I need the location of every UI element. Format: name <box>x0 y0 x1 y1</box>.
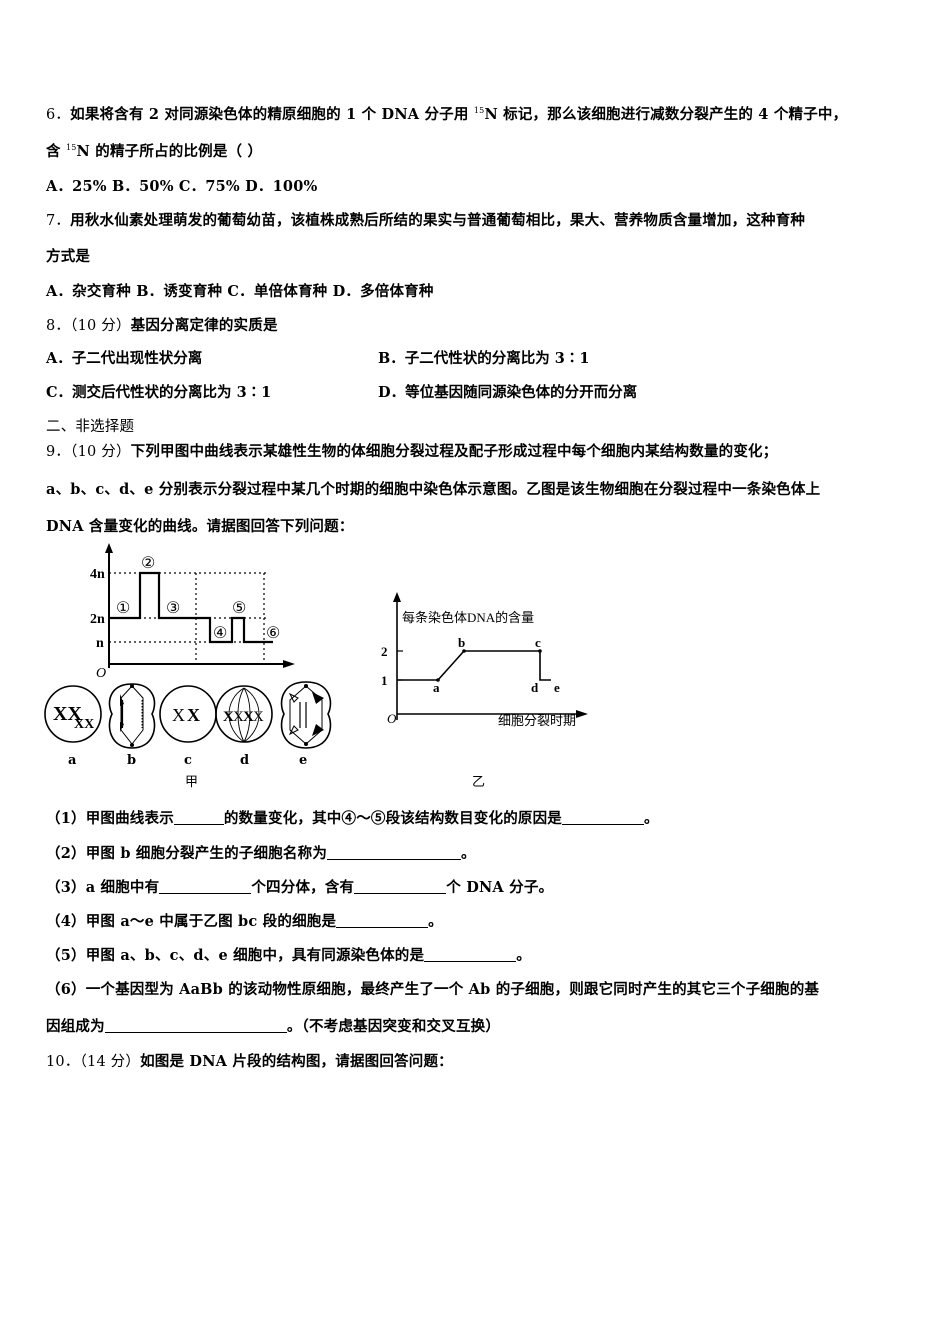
answer-blank-6[interactable] <box>104 1018 287 1033</box>
yi-origin: O <box>387 711 397 726</box>
yi-point-a: a <box>433 680 440 695</box>
yi-point-c: c <box>535 635 541 650</box>
q9-line2: a、b、c、d、e 分别表示分裂过程中某几个时期的细胞中染色体示意图。乙图是该生… <box>46 481 821 498</box>
answer-blank-4[interactable] <box>336 913 429 928</box>
jia-seg-6: ⑥ <box>266 625 280 642</box>
yi-ytick-2: 2 <box>381 644 388 659</box>
q9-line1: 9．（10 分）下列甲图中曲线表示某雄性生物的体细胞分裂过程及配子形成过程中每个… <box>46 443 778 460</box>
q9-sub5: （5）甲图 a、b、c、d、e 细胞中，具有同源染色体的是。 <box>46 947 531 964</box>
jia-seg-1: ① <box>116 600 130 617</box>
yi-chart: 每条染色体DNA的含量 2 1 a b c d e O 细胞分裂时期 <box>381 592 588 728</box>
q10-stem: 10．（14 分）如图是 DNA 片段的结构图，请据图回答问题： <box>46 1053 453 1070</box>
q9-points: （10 分） <box>70 444 131 460</box>
cell-c-icon: X X <box>159 685 217 743</box>
section-title: 二、非选择题 <box>46 419 135 435</box>
yi-point-d: d <box>531 680 539 695</box>
q9-sub6-line1: （6）一个基因型为 AaBb 的该动物性原细胞，最终产生了一个 Ab 的子细胞，… <box>46 981 820 998</box>
cell-label-a: a <box>68 753 77 768</box>
cell-label-c: c <box>184 753 192 768</box>
jia-origin: O <box>96 666 106 678</box>
jia-seg-2: ② <box>141 555 155 572</box>
yi-point-b: b <box>458 635 465 650</box>
answer-blank-2[interactable] <box>327 845 462 860</box>
yi-point-e: e <box>554 680 560 695</box>
q10-number: 10． <box>46 1054 80 1070</box>
q6-options: A．25% B．50% C．75% D．100% <box>46 178 318 195</box>
jia-ytick-n: n <box>96 636 104 651</box>
jia-chart: 4n 2n n O ① ② ③ ④ ⑤ ⑥ <box>90 543 295 678</box>
jia-seg-3: ③ <box>166 600 180 617</box>
cell-label-e: e <box>299 753 308 768</box>
q8-number: 8． <box>46 318 71 334</box>
svg-text:X: X <box>243 709 254 725</box>
svg-text:X: X <box>223 709 234 725</box>
q9-line3: DNA 含量变化的曲线。请据图回答下列问题： <box>46 518 354 535</box>
q10-points: （14 分） <box>79 1054 141 1070</box>
q6-number: 6． <box>46 107 71 123</box>
q8-option-d: D．等位基因随同源染色体的分开而分离 <box>378 384 638 401</box>
q9-sub1: （1）甲图曲线表示的数量变化，其中④～⑤段该结构数目变化的原因是。 <box>46 810 659 827</box>
jia-seg-5: ⑤ <box>232 600 246 617</box>
q8-option-c: C．测交后代性状的分离比为 3∶1 <box>46 384 272 401</box>
q8-points: （10 分） <box>70 318 131 334</box>
cell-a-icon: XX XX <box>44 685 102 743</box>
q9-sub4: （4）甲图 a～e 中属于乙图 bc 段的细胞是。 <box>46 913 443 930</box>
q9-sub3: （3）a 细胞中有个四分体，含有个 DNA 分子。 <box>46 879 554 896</box>
cell-diagrams: XX XX X X X X X X <box>44 681 332 749</box>
q7-line1: 7．用秋水仙素处理萌发的葡萄幼苗，该植株成熟后所结的果实与普通葡萄相比，果大、营… <box>46 212 806 229</box>
q9-sub6-line2: 因组成为。（不考虑基因突变和交叉互换） <box>46 1018 501 1035</box>
q6-line1: 6．如果将含有 2 对同源染色体的精原细胞的 1 个 DNA 分子用 15N 标… <box>46 106 848 123</box>
yi-xlabel: 细胞分裂时期 <box>498 713 576 728</box>
svg-text:X: X <box>172 705 185 725</box>
answer-blank-5[interactable] <box>424 947 517 962</box>
cell-label-d: d <box>240 753 250 768</box>
cell-b-icon <box>108 683 156 749</box>
yi-caption: 乙 <box>472 775 486 790</box>
answer-blank-3a[interactable] <box>159 879 252 894</box>
q7-number: 7． <box>46 213 71 229</box>
yi-ylabel: 每条染色体DNA的含量 <box>402 610 534 625</box>
answer-blank-1b[interactable] <box>562 810 644 825</box>
svg-text:XX: XX <box>74 717 94 732</box>
svg-text:X: X <box>233 709 244 725</box>
yi-ytick-1: 1 <box>381 673 388 688</box>
cell-e-icon <box>280 681 332 749</box>
svg-text:X: X <box>253 709 264 725</box>
q9-sub2: （2）甲图 b 细胞分裂产生的子细胞名称为。 <box>46 845 476 862</box>
svg-text:XX: XX <box>53 703 82 725</box>
answer-blank-1a[interactable] <box>173 810 224 825</box>
jia-ytick-2n: 2n <box>90 612 105 627</box>
q8-option-a: A．子二代出现性状分离 <box>46 350 203 367</box>
answer-blank-3b[interactable] <box>354 879 447 894</box>
svg-text:X: X <box>187 705 200 725</box>
q7-line2: 方式是 <box>46 248 91 265</box>
jia-caption: 甲 <box>185 775 199 790</box>
cell-d-icon: X X X X <box>215 685 273 743</box>
jia-ytick-4n: 4n <box>90 567 105 582</box>
q8-stem: 8．（10 分）基因分离定律的实质是 <box>46 317 278 334</box>
jia-seg-4: ④ <box>213 625 227 642</box>
q6-line2: 含 15N 的精子所占的比例是（ ） <box>46 143 263 160</box>
q9-number: 9． <box>46 444 71 460</box>
cell-label-b: b <box>127 753 137 768</box>
q8-option-b: B．子二代性状的分离比为 3∶1 <box>378 350 590 367</box>
q7-options: A．杂交育种 B．诱变育种 C．单倍体育种 D．多倍体育种 <box>46 283 434 300</box>
